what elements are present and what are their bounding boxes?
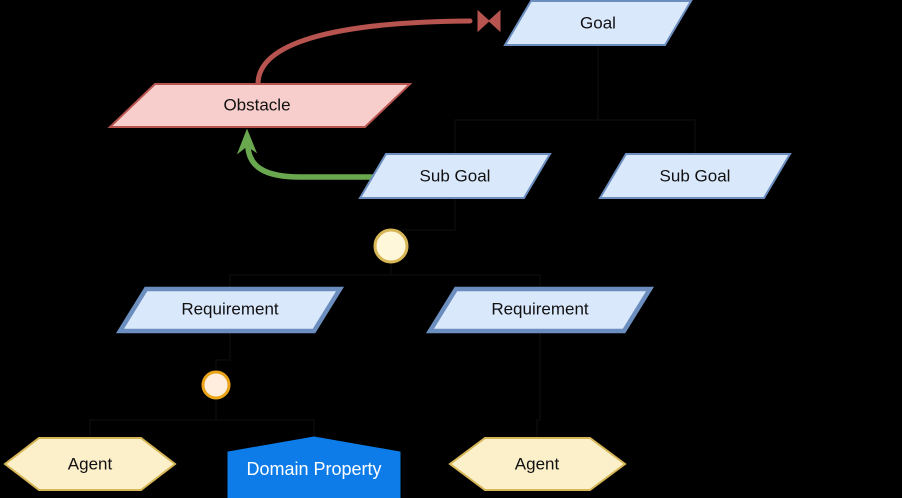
connector-requirement-right-to-agent-right (536, 332, 541, 437)
obstacle-shape[interactable] (107, 83, 413, 128)
resolution-edge-path[interactable] (245, 145, 386, 180)
domain-property-shape[interactable] (227, 436, 401, 498)
obstruction-bowtie-marker (477, 9, 501, 33)
requirement-right-shape[interactable] (425, 286, 655, 334)
obstruction-edge-path[interactable] (255, 18, 473, 87)
node-sub-goal-right[interactable]: Sub Goal (598, 153, 792, 199)
requirement-left-shape[interactable] (115, 286, 345, 334)
edge-resolution[interactable] (236, 128, 386, 180)
connector-goal-to-subgoals (454, 46, 599, 153)
node-requirement-left[interactable]: Requirement (115, 286, 345, 334)
resolution-arrowhead (236, 128, 258, 155)
connector-refinement-to-domain-property (216, 419, 315, 437)
node-requirement-right[interactable]: Requirement (425, 286, 655, 334)
node-obstacle[interactable]: Obstacle (107, 83, 413, 128)
edge-obstruction[interactable] (255, 9, 501, 87)
connector-goal-to-subgoal-right (598, 119, 696, 153)
node-goal[interactable]: Goal (503, 0, 693, 46)
connector-subgoal-to-refinement (391, 199, 456, 231)
refinement-connectors (89, 46, 696, 437)
node-sub-goal-left[interactable]: Sub Goal (358, 153, 552, 199)
node-agent-right[interactable]: Agent (448, 437, 627, 491)
node-refinement-lower[interactable] (201, 370, 231, 400)
refinement-circle-upper[interactable] (373, 228, 409, 264)
connector-requirement-to-refinement-lower (215, 332, 231, 372)
agent-right-shape[interactable] (448, 437, 627, 491)
connector-refinement-to-agent-left (89, 398, 217, 437)
sub-goal-right-shape[interactable] (598, 153, 792, 199)
connector-refinement-to-requirements (229, 262, 392, 288)
sub-goal-left-shape[interactable] (358, 153, 552, 199)
node-agent-left[interactable]: Agent (3, 437, 177, 491)
connector-refinement-to-requirement-right (391, 274, 541, 288)
agent-left-shape[interactable] (3, 437, 177, 491)
node-refinement-upper[interactable] (373, 228, 409, 264)
goal-shape[interactable] (503, 0, 693, 46)
node-domain-property[interactable]: Domain Property (227, 436, 401, 498)
refinement-circle-lower[interactable] (201, 370, 231, 400)
